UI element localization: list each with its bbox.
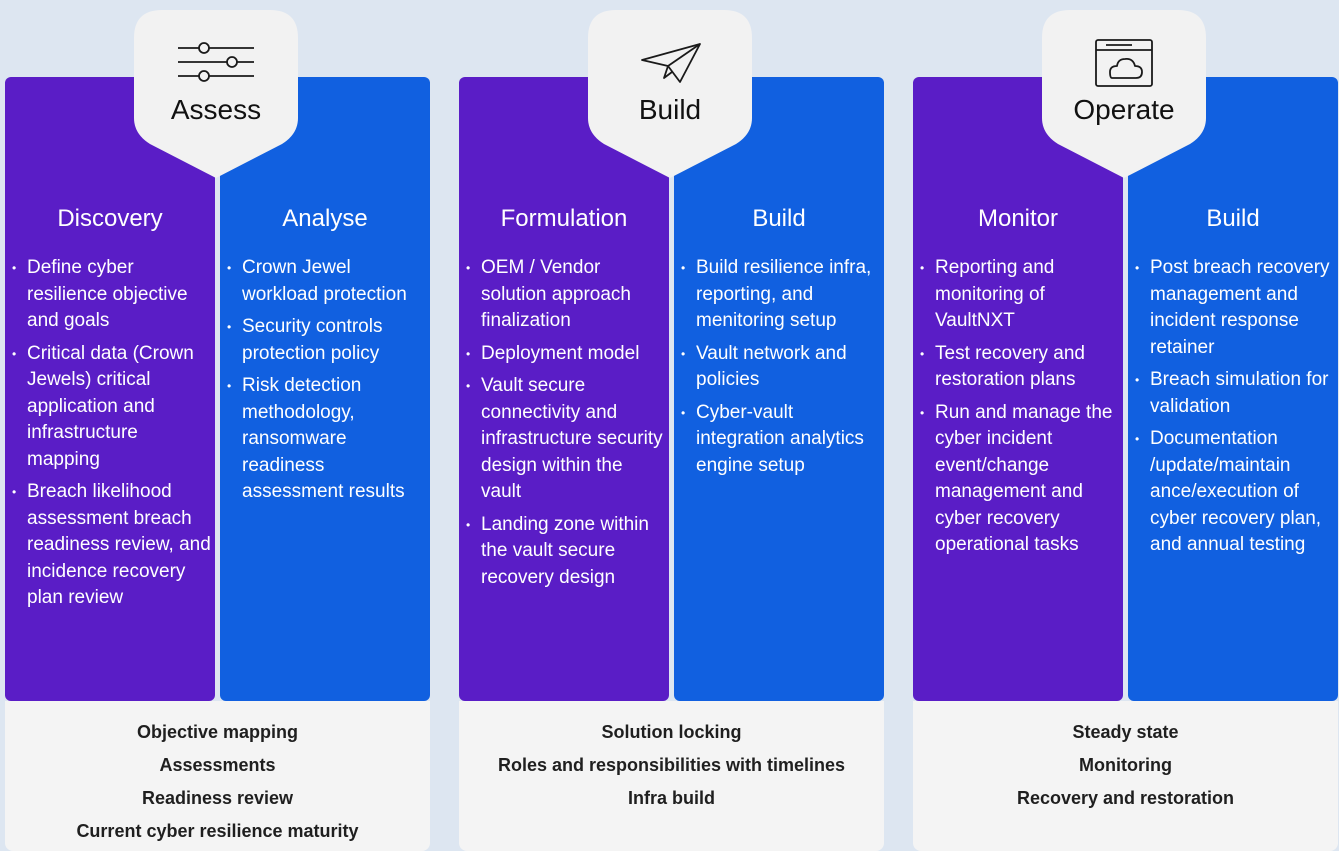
cloud-window-icon <box>1095 39 1153 87</box>
bullet-item: Crown Jewel workload protection <box>220 255 430 308</box>
sliders-icon <box>178 42 254 82</box>
summary-line: Steady state <box>1072 722 1179 742</box>
bullet-item: Build resilience infra, reporting, and m… <box>674 255 884 335</box>
bullet-list: Crown Jewel workload protection Security… <box>220 255 430 512</box>
column-title: Discovery <box>57 205 163 232</box>
bullet-item: Vault network and policies <box>674 341 884 394</box>
column-title: Build <box>752 205 806 232</box>
bullet-item: Test recovery and restoration plans <box>913 341 1123 394</box>
bullet-item: Post breach recovery management and inci… <box>1128 255 1338 361</box>
bullet-list: OEM / Vendor solution approach finalizat… <box>459 255 669 597</box>
formulation-column: Formulation OEM / Vendor solution approa… <box>459 77 669 701</box>
phase-tab: Build <box>588 10 752 178</box>
bullet-item: Reporting and monitoring of VaultNXT <box>913 255 1123 335</box>
phase-summary: Objective mapping Assessments Readiness … <box>5 701 430 851</box>
phase-tab: Operate <box>1042 10 1206 178</box>
bullet-item: Breach simulation for validation <box>1128 367 1338 420</box>
phase-title: Operate <box>1073 94 1175 125</box>
bullet-item: OEM / Vendor solution approach finalizat… <box>459 255 669 335</box>
bullet-item: Landing zone within the vault secure rec… <box>459 512 669 592</box>
column-title: Build <box>1206 205 1260 232</box>
phase-operate: Monitor Reporting and monitoring of Vaul… <box>913 0 1338 851</box>
column-title: Analyse <box>282 205 368 232</box>
bullet-list: Reporting and monitoring of VaultNXT Tes… <box>913 255 1123 565</box>
paper-plane-icon <box>641 43 701 83</box>
phase-summary: Solution locking Roles and responsibilit… <box>459 701 884 851</box>
bullet-item: Cyber-vault integration analytics engine… <box>674 400 884 480</box>
bullet-item: Breach likelihood assessment breach read… <box>5 479 215 612</box>
column-title: Monitor <box>977 205 1059 232</box>
bullet-list: Post breach recovery management and inci… <box>1128 255 1338 565</box>
bullet-item: Deployment model <box>459 341 669 368</box>
phase-tab: Assess <box>134 10 298 178</box>
bullet-list: Build resilience infra, reporting, and m… <box>674 255 884 485</box>
summary-line: Infra build <box>628 788 715 808</box>
build-column: Build Build resilience infra, reporting,… <box>674 77 884 701</box>
discovery-column: Discovery Define cyber resilience object… <box>5 77 215 701</box>
analyse-column: Analyse Crown Jewel workload protection … <box>220 77 430 701</box>
tab-shape <box>1042 10 1206 178</box>
tab-shape <box>134 10 298 178</box>
summary-line: Objective mapping <box>136 722 299 742</box>
summary-line: Roles and responsibilities with timeline… <box>497 755 846 775</box>
phase-assess: Discovery Define cyber resilience object… <box>5 0 430 851</box>
monitor-column: Monitor Reporting and monitoring of Vaul… <box>913 77 1123 701</box>
summary-line: Recovery and restoration <box>1016 788 1235 808</box>
bullet-item: Vault secure connectivity and infrastruc… <box>459 373 669 506</box>
summary-line: Readiness review <box>141 788 294 808</box>
bullet-item: Documentation /update/maintain ance/exec… <box>1128 426 1338 559</box>
summary-line: Solution locking <box>601 722 742 742</box>
tab-shape <box>588 10 752 178</box>
bullet-item: Define cyber resilience objective and go… <box>5 255 215 335</box>
phase-title: Assess <box>170 94 262 125</box>
phase-summary: Steady state Monitoring Recovery and res… <box>913 701 1338 851</box>
summary-line: Assessments <box>159 755 276 775</box>
bullet-item: Risk detection methodology, ransomware r… <box>220 373 430 506</box>
operate-build-column: Build Post breach recovery management an… <box>1128 77 1338 701</box>
summary-line: Current cyber resilience maturity <box>76 821 359 841</box>
bullet-item: Security controls protection policy <box>220 314 430 367</box>
summary-line: Monitoring <box>1079 755 1172 775</box>
bullet-item: Run and manage the cyber incident event/… <box>913 400 1123 559</box>
bullet-item: Critical data (Crown Jewels) critical ap… <box>5 341 215 474</box>
column-title: Formulation <box>500 205 628 232</box>
phase-title: Build <box>638 94 702 125</box>
phase-build: Formulation OEM / Vendor solution approa… <box>459 0 884 851</box>
bullet-list: Define cyber resilience objective and go… <box>5 255 215 618</box>
